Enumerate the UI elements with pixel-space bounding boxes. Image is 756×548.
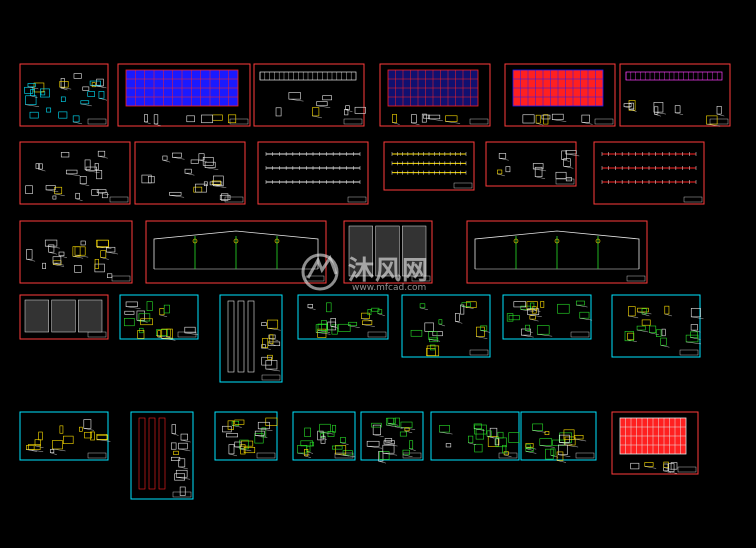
drawing-sheet (119, 294, 199, 341)
drawing-sheet (485, 141, 580, 187)
drawing-sheet (214, 411, 278, 461)
drawing-sheet (430, 411, 520, 461)
drawing-sheet (117, 63, 251, 127)
drawing-sheet (292, 411, 356, 461)
drawing-sheet (383, 141, 475, 191)
drawing-sheet (253, 63, 366, 127)
drawing-sheet (19, 141, 131, 205)
drawing-sheet (520, 411, 597, 463)
drawing-sheet (502, 294, 593, 340)
drawing-sheet (401, 294, 491, 358)
drawing-sheet (219, 294, 283, 383)
drawing-sheet (466, 220, 648, 284)
drawing-sheet (297, 294, 389, 340)
drawing-sheet (593, 141, 705, 205)
drawing-sheet (360, 411, 424, 464)
drawing-sheet (611, 411, 699, 475)
drawing-sheet (343, 220, 433, 284)
drawing-sheet (379, 63, 491, 127)
drawing-sheet (19, 294, 109, 340)
drawing-sheet (134, 141, 246, 205)
drawing-sheet (619, 63, 731, 127)
drawing-sheet (257, 141, 369, 205)
drawing-sheet (19, 220, 133, 284)
drawing-sheet (130, 411, 194, 500)
drawing-sheet (145, 220, 327, 284)
drawing-sheet (19, 411, 111, 461)
drawing-sheet (19, 63, 109, 127)
drawing-sheet (611, 294, 704, 358)
drawing-sheet (504, 63, 616, 127)
